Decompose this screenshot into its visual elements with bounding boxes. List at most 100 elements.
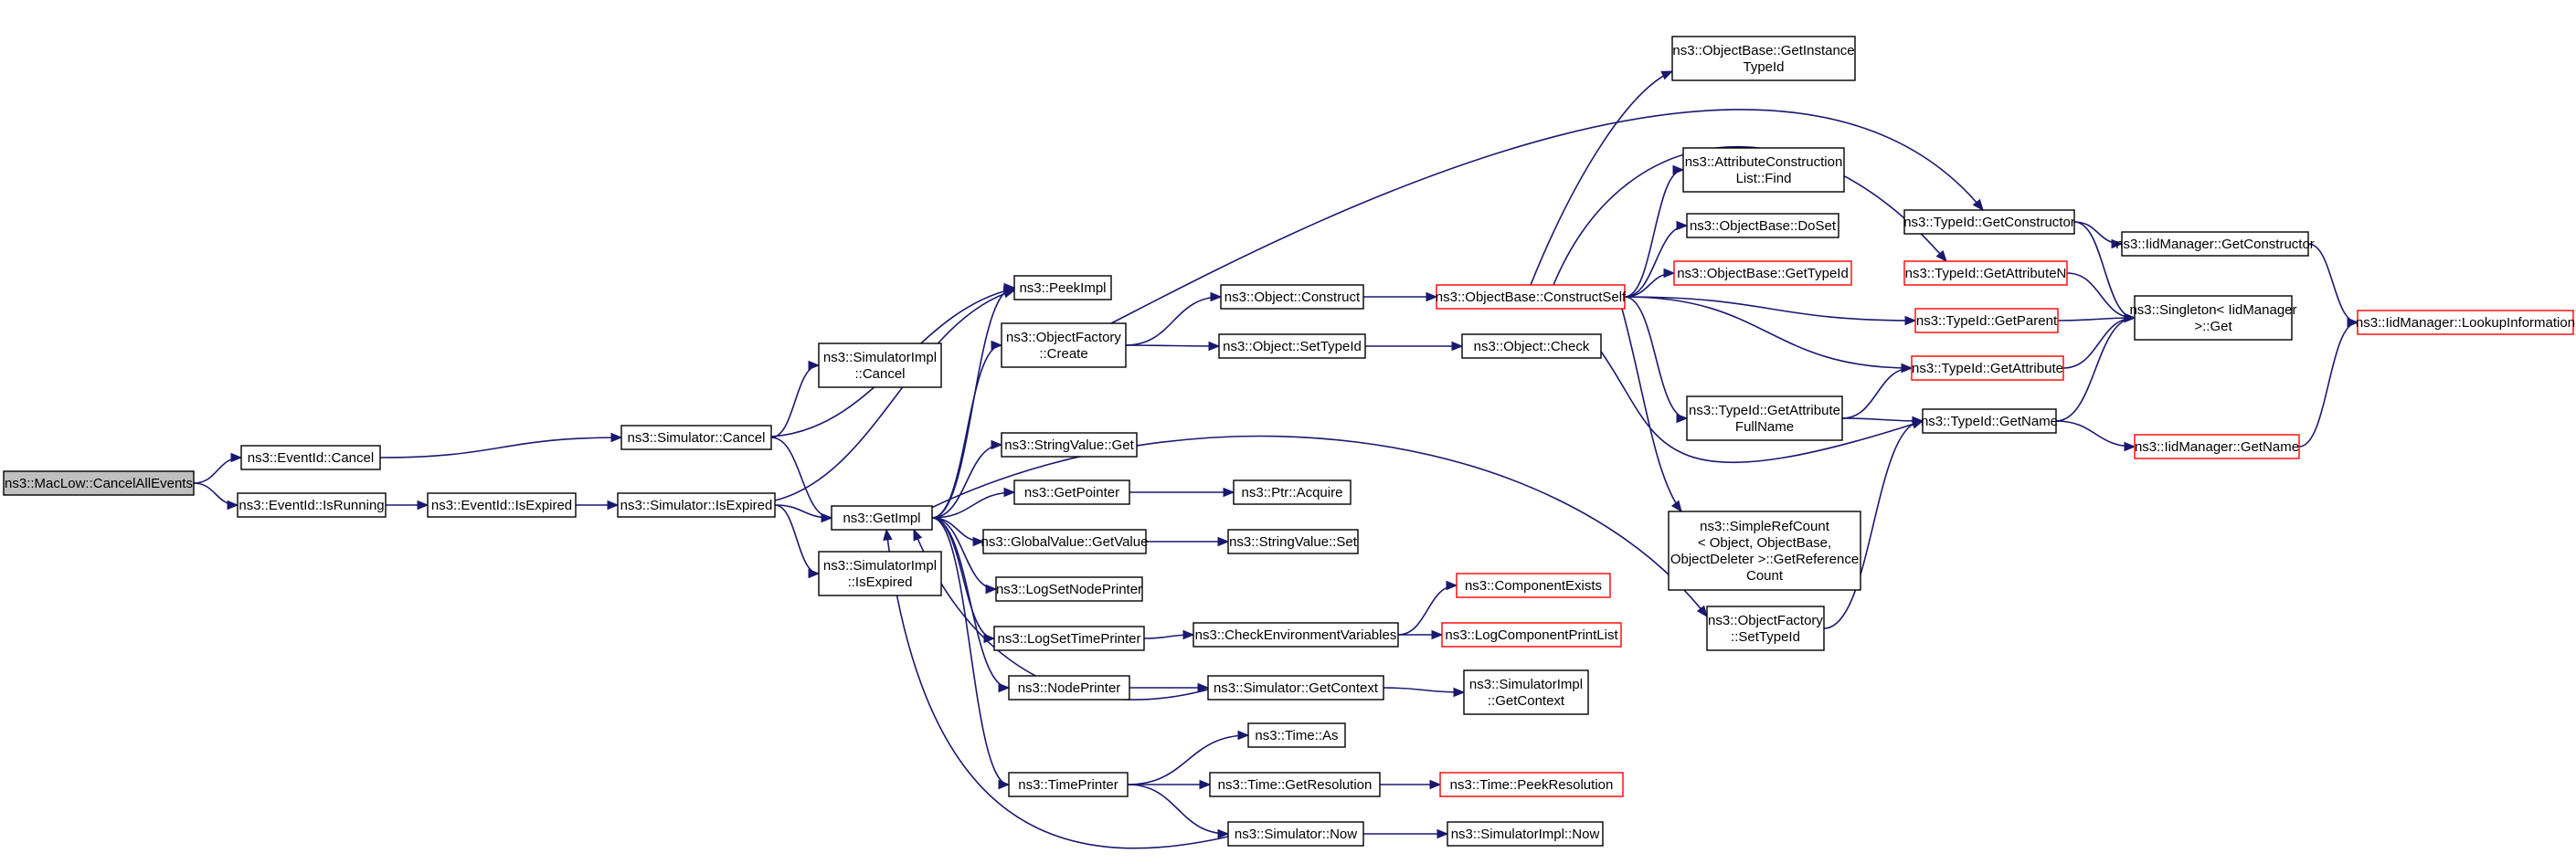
node-label: ns3::GetPointer	[1024, 485, 1119, 500]
function-node[interactable]: ns3::ObjectBase::DoSet	[1686, 213, 1839, 238]
node-box	[1682, 147, 1845, 193]
function-node[interactable]: ns3::Time::As	[1247, 722, 1346, 748]
node-box	[2134, 295, 2293, 341]
edge-line	[2066, 272, 2136, 319]
node-box	[1456, 573, 1611, 598]
node-label: ns3::SimpleRefCount	[1700, 519, 1830, 534]
function-node[interactable]: ns3::ObjectBase::ConstructSelf	[1436, 284, 1627, 310]
function-node[interactable]: ns3::TypeId::GetName	[1921, 408, 2058, 434]
edge-n45-to-n48	[2055, 420, 2136, 452]
node-box	[237, 492, 387, 518]
node-label: ns3::GlobalValue::GetValue	[981, 534, 1149, 550]
edge-n27-to-n39	[1621, 308, 1682, 513]
function-node[interactable]: ns3::Object::Check	[1461, 333, 1602, 359]
function-node[interactable]: ns3::LogSetTimePrinter	[993, 626, 1145, 651]
node-box	[1013, 275, 1112, 300]
edge-arrowhead	[607, 500, 620, 511]
function-node[interactable]: ns3::IidManager::LookupInformation	[2356, 310, 2575, 335]
function-node[interactable]: ns3::ObjectFactory::SetTypeId	[1706, 606, 1825, 651]
function-node[interactable]: ns3::GetImpl	[831, 505, 933, 531]
function-node[interactable]: ns3::LogComponentPrintList	[1441, 622, 1622, 648]
function-node[interactable]: ns3::Time::GetResolution	[1209, 772, 1381, 797]
node-label: ns3::TypeId::GetName	[1921, 414, 2058, 429]
function-node[interactable]: ns3::EventId::Cancel	[240, 445, 381, 470]
edge-arrowhead	[998, 682, 1011, 693]
function-node[interactable]: ns3::TypeId::GetParent	[1914, 308, 2059, 333]
node-box	[1008, 675, 1130, 701]
node-label: ns3::ObjectBase::ConstructSelf	[1436, 290, 1627, 305]
node-label: ns3::AttributeConstruction	[1685, 154, 1843, 170]
node-label: ns3::CheckEnvironmentVariables	[1195, 627, 1397, 643]
node-label: ns3::Simulator::GetContext	[1214, 680, 1379, 696]
node-box	[1903, 209, 2075, 235]
node-box	[620, 425, 772, 450]
node-label: ns3::IidManager::GetConstructor	[2115, 237, 2315, 252]
function-node[interactable]: ns3::StringValue::Get	[1001, 432, 1138, 458]
edge-n48-to-n49	[2298, 317, 2359, 448]
edge-line	[1823, 420, 1924, 629]
edge-n0-to-n1	[193, 452, 243, 484]
function-node[interactable]: ns3::CheckEnvironmentVariables	[1193, 622, 1399, 648]
node-box	[1673, 260, 1852, 286]
edge-arrowhead	[227, 500, 239, 511]
edge-n8-to-n17	[931, 517, 1011, 790]
edge-arrowhead	[1436, 828, 1449, 839]
function-node[interactable]: ns3::Simulator::GetContext	[1207, 675, 1384, 701]
function-node[interactable]: ns3::ObjectBase::GetTypeId	[1673, 260, 1852, 286]
edge-arrowhead	[1935, 249, 1947, 263]
function-node[interactable]: ns3::TypeId::GetAttributeN	[1903, 260, 2068, 286]
function-node[interactable]: ns3::Simulator::IsExpired	[617, 492, 776, 518]
function-node[interactable]: ns3::SimulatorImpl::Now	[1447, 821, 1604, 847]
node-label: ns3::Ptr::Acquire	[1242, 485, 1343, 500]
edges-layer	[193, 70, 2359, 849]
edge-arrowhead	[821, 512, 833, 523]
function-node[interactable]: ns3::TypeId::GetAttribute	[1911, 355, 2064, 381]
function-node[interactable]: ns3::MacLow::CancelAllEvents	[3, 470, 195, 496]
function-node[interactable]: ns3::SimulatorImpl::Cancel	[818, 342, 942, 388]
node-box	[993, 626, 1145, 651]
node-box	[818, 551, 942, 596]
edge-n27-to-n42	[1553, 145, 1947, 286]
function-node[interactable]: ns3::Object::SetTypeId	[1218, 333, 1366, 359]
edge-n3-to-n5	[576, 500, 620, 511]
function-node[interactable]: ns3::StringValue::Set	[1227, 529, 1359, 554]
function-node[interactable]: ns3::Simulator::Cancel	[620, 425, 772, 450]
function-node[interactable]: ns3::SimulatorImpl::GetContext	[1463, 669, 1589, 715]
function-node[interactable]: ns3::SimpleRefCount< Object, ObjectBase,…	[1668, 511, 1861, 591]
function-node[interactable]: ns3::Singleton< IidManager>::Get	[2129, 295, 2297, 341]
edge-line	[379, 437, 622, 458]
function-node[interactable]: ns3::GlobalValue::GetValue	[981, 529, 1149, 554]
function-node[interactable]: ns3::ComponentExists	[1456, 573, 1611, 598]
edge-n18-to-n27	[1362, 291, 1438, 302]
function-node[interactable]: ns3::Ptr::Acquire	[1233, 479, 1352, 505]
edge-n5-to-n7	[774, 504, 821, 579]
function-node[interactable]: ns3::EventId::IsRunning	[237, 492, 387, 518]
function-node[interactable]: ns3::PeekImpl	[1013, 275, 1112, 300]
edge-line	[885, 529, 1229, 849]
node-box	[1220, 284, 1364, 310]
function-node[interactable]: ns3::EventId::IsExpired	[427, 492, 577, 518]
function-node[interactable]: ns3::GetPointer	[1013, 479, 1130, 505]
function-node[interactable]: ns3::Object::Construct	[1220, 284, 1364, 310]
edge-n17-to-n26	[1127, 784, 1230, 839]
function-node[interactable]: ns3::IidManager::GetConstructor	[2115, 231, 2315, 257]
node-label: ns3::TypeId::GetConstructor	[1903, 215, 2075, 230]
node-box	[1441, 622, 1622, 648]
function-node[interactable]: ns3::IidManager::GetName	[2134, 434, 2300, 459]
node-label: ns3::MacLow::CancelAllEvents	[5, 476, 193, 491]
edge-n8-to-n14	[931, 517, 998, 595]
edge-arrowhead	[1972, 198, 1984, 212]
function-node[interactable]: ns3::TypeId::GetConstructor	[1903, 209, 2075, 235]
node-label: ns3::IidManager::GetName	[2135, 439, 2299, 455]
function-node[interactable]: ns3::NodePrinter	[1008, 675, 1130, 701]
function-node[interactable]: ns3::ObjectFactory::Create	[1001, 322, 1127, 368]
function-node[interactable]: ns3::TimePrinter	[1008, 772, 1129, 797]
function-node[interactable]: ns3::SimulatorImpl::IsExpired	[818, 551, 942, 596]
function-node[interactable]: ns3::LogSetNodePrinter	[995, 576, 1143, 602]
function-node[interactable]: ns3::Simulator::Now	[1227, 821, 1364, 847]
node-label: ns3::LogSetTimePrinter	[997, 631, 1140, 647]
function-node[interactable]: ns3::Time::PeekResolution	[1439, 772, 1624, 797]
